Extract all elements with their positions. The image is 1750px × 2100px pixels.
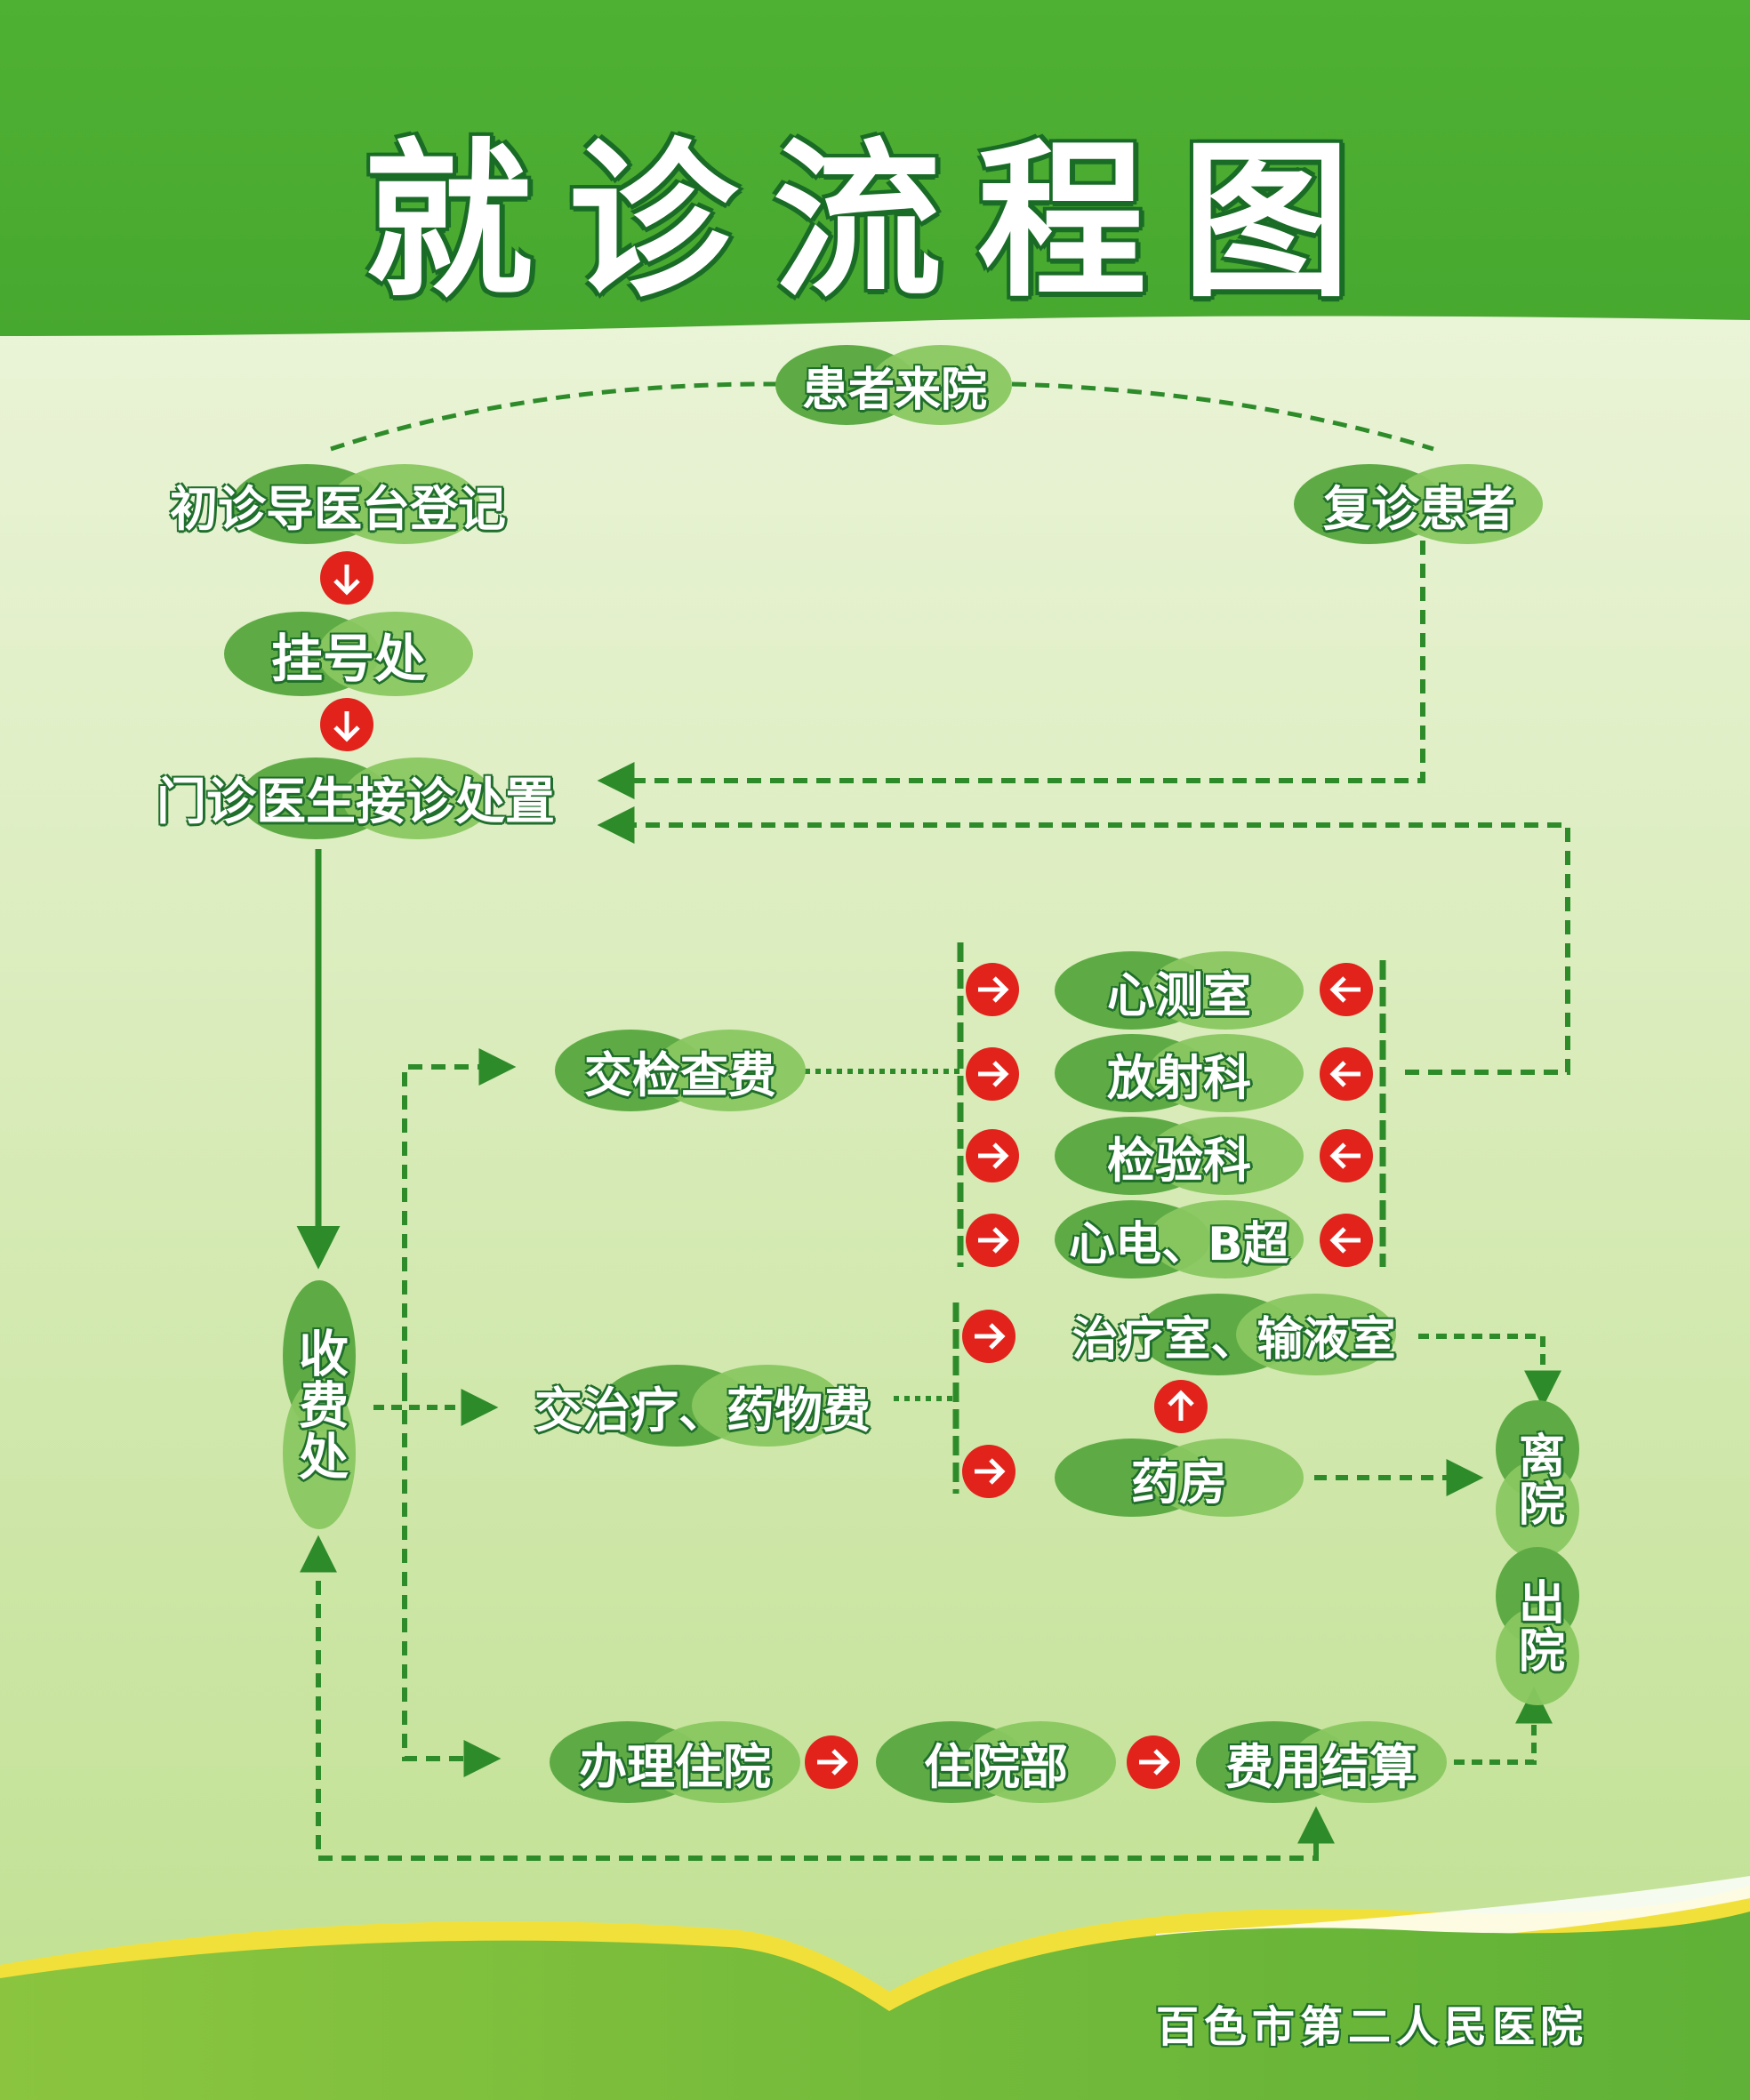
node-inpatient: 住院部 — [876, 1721, 1116, 1803]
bottom-wave-green — [0, 1912, 1750, 2100]
node-ecg-bus: 心电、B超 — [1055, 1200, 1304, 1278]
red-arrow-icon-left-exam-1 — [1320, 963, 1373, 1016]
node-lab: 检验科 — [1055, 1117, 1304, 1195]
hospital-name: 百色市第二人民医院 — [1156, 2002, 1589, 2052]
red-arrow-icon-right-exam-2 — [966, 1047, 1019, 1101]
red-arrow-icon-right-exam-1 — [966, 963, 1019, 1016]
node-doctor: 门诊医生接诊处置 — [142, 756, 569, 840]
red-arrow-icon-right-treat-1 — [962, 1310, 1015, 1363]
node-admission: 办理住院 — [550, 1721, 800, 1803]
red-arrow-icon-right-inpatient-2 — [1127, 1735, 1180, 1789]
red-arrow-icon-left-exam-3 — [1320, 1129, 1373, 1182]
red-arrow-icon-right-inpatient-1 — [805, 1735, 858, 1789]
node-treatment-room: 治疗室、输液室 — [1049, 1294, 1418, 1375]
header-band — [0, 0, 1750, 336]
node-discharge: 出院 — [1496, 1547, 1579, 1705]
node-heart-test: 心测室 — [1055, 951, 1304, 1030]
red-arrow-icon-right-exam-4 — [966, 1214, 1019, 1267]
connector-return-to-doctor — [597, 541, 1425, 799]
connector-settlement-to-cashier — [300, 1535, 1319, 1861]
connector-cashier-to-admission — [402, 1387, 502, 1777]
node-arrive: 患者来院 — [770, 345, 1019, 425]
red-arrow-icon-down-2 — [320, 698, 373, 751]
node-cashier: 收费处 — [283, 1280, 356, 1529]
node-return-visit: 复诊患者 — [1294, 464, 1545, 544]
node-exam-fee: 交检查费 — [555, 1030, 806, 1111]
node-radiology: 放射科 — [1055, 1034, 1304, 1112]
node-first-visit: 初诊导医台登记 — [151, 462, 525, 547]
connector-cashier-to-examfee — [402, 1048, 517, 1387]
arc-right — [1011, 381, 1434, 452]
page-title: 就诊流程图 — [363, 124, 1386, 320]
arc-left — [330, 381, 783, 452]
node-settlement: 费用结算 — [1196, 1721, 1447, 1803]
connector-treatment-to-leave — [1418, 1334, 1561, 1408]
red-arrow-icon-left-exam-4 — [1320, 1214, 1373, 1267]
connector-settlement-to-discharge — [1454, 1686, 1553, 1765]
node-treat-fee: 交治疗、药物费 — [516, 1365, 889, 1447]
node-registration: 挂号处 — [224, 612, 473, 696]
red-arrow-icon-right-treat-2 — [962, 1445, 1015, 1498]
node-leave: 离院 — [1496, 1400, 1579, 1559]
red-arrow-icon-down-1 — [320, 551, 373, 605]
red-arrow-icon-up-pharmacy — [1154, 1380, 1208, 1433]
red-arrow-icon-right-exam-3 — [966, 1129, 1019, 1182]
connector-exams-to-doctor — [597, 806, 1570, 1075]
red-arrow-icon-left-exam-2 — [1320, 1047, 1373, 1101]
header: 就诊流程图 — [0, 0, 1750, 338]
node-pharmacy: 药房 — [1055, 1439, 1304, 1517]
